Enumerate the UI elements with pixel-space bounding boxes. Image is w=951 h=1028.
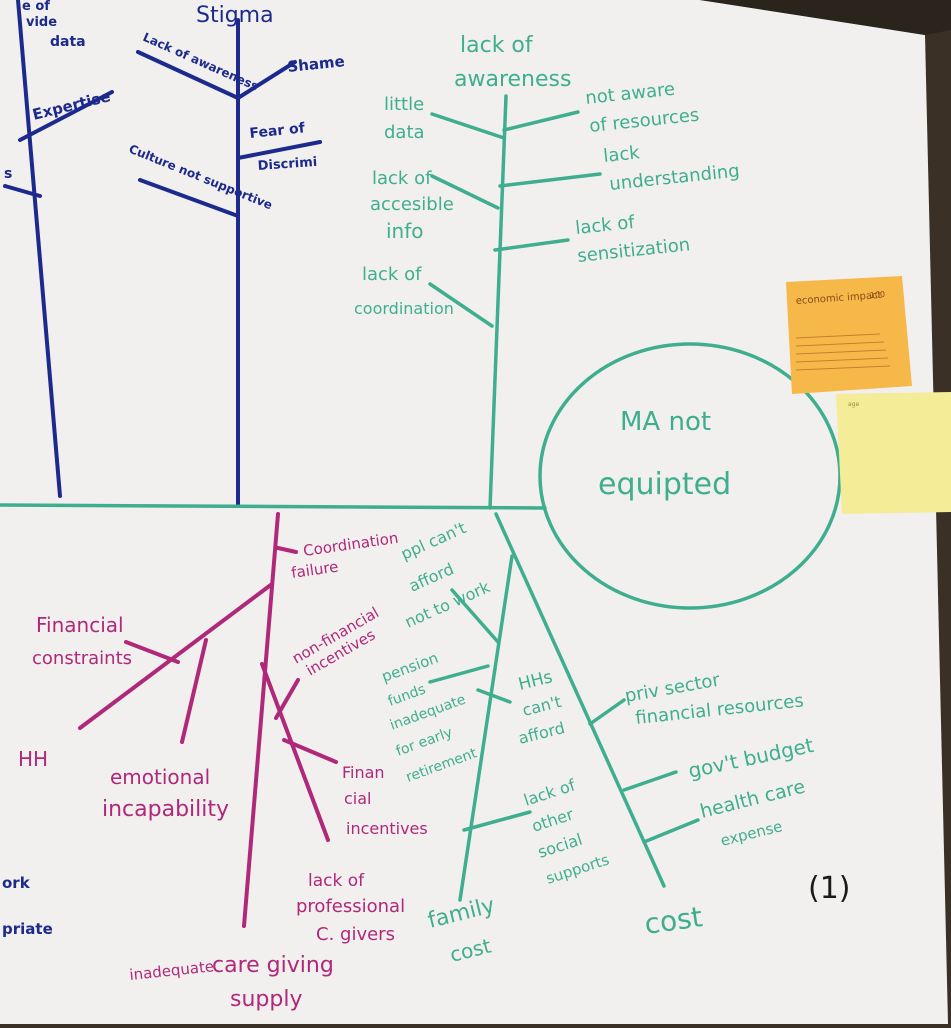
caregiving-supply-2: supply — [230, 987, 302, 1012]
bottom-left-labels: ork priate — [2, 874, 53, 938]
lack-professional-3: C. givers — [316, 924, 395, 945]
lack-understanding-1: lack — [602, 142, 641, 167]
left-top-label-1: e of — [22, 0, 50, 14]
emotional-2: incapability — [102, 797, 229, 822]
page-number: (1) — [808, 871, 851, 906]
head-line-1: MA not — [620, 407, 711, 437]
lack-access-2: accesible — [370, 194, 454, 215]
head-labels: MA not equipted — [598, 407, 731, 502]
paper-shadow — [700, 0, 951, 35]
left-data-label: data — [50, 34, 86, 50]
sticky-note-yellow: age — [836, 392, 951, 514]
sticky-yellow-note: age — [848, 401, 859, 408]
teal-skeleton — [0, 94, 700, 902]
stigma-shame: Shame — [287, 52, 346, 76]
financial-incentives-2: cial — [344, 789, 372, 808]
problem-head-circle — [538, 342, 842, 610]
left-top-label-2: vide — [26, 15, 57, 30]
caregiving-supply-1: care giving — [212, 953, 334, 978]
bottom-left-priate: priate — [2, 920, 53, 938]
stigma-title: Stigma — [196, 3, 274, 28]
cost-bone-label: cost — [642, 900, 704, 941]
lack-access-1: lack of — [372, 168, 432, 189]
financial-incentives-1: Finan — [342, 763, 385, 782]
bottom-left-work: ork — [2, 874, 31, 892]
lack-access-3: info — [386, 219, 424, 243]
financial-constraints-1: Financial — [36, 613, 124, 637]
hh-label: HH — [18, 747, 48, 771]
emotional-1: emotional — [110, 765, 210, 789]
stigma-fear: Fear of — [249, 120, 307, 142]
stigma-branch-group — [3, 0, 322, 508]
awareness-title-2: awareness — [454, 67, 571, 92]
lack-professional-2: professional — [296, 896, 405, 917]
head-line-2: equipted — [598, 467, 731, 502]
lack-professional-1: lack of — [308, 871, 365, 891]
awareness-title-1: lack of — [460, 33, 534, 58]
stigma-discrimi: Discrimi — [257, 155, 317, 174]
lack-coordination-1: lack of — [362, 264, 422, 285]
caregiving-branch-group — [78, 512, 338, 928]
lack-coordination-2: coordination — [354, 299, 454, 318]
sticky-note-orange: economic impact 100 — [786, 276, 912, 394]
little-data-2: data — [384, 122, 425, 143]
sticky-orange-note: 100 — [870, 290, 886, 300]
little-data-1: little — [384, 94, 424, 115]
left-s-label: s — [4, 166, 12, 182]
financial-constraints-2: constraints — [32, 648, 132, 669]
financial-incentives-3: incentives — [346, 819, 428, 838]
